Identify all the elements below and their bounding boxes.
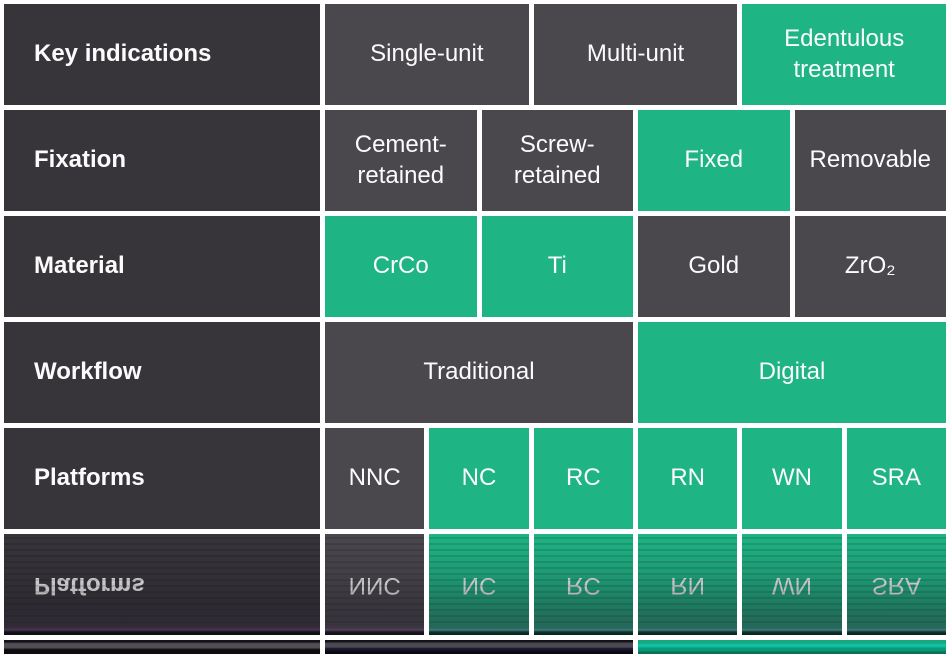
cell-removable: Removable: [794, 110, 946, 211]
reflection-strip-label: [4, 640, 320, 654]
cell-digital: Digital: [638, 322, 946, 423]
row-label-workflow: Workflow: [4, 322, 320, 423]
row-label-platforms: Platforms: [4, 428, 320, 529]
reflection-cell-nc: NC: [429, 534, 529, 635]
cell-wn: WN: [742, 428, 842, 529]
cell-rn: RN: [637, 428, 738, 529]
reflection-cell-rn: RN: [637, 534, 738, 635]
reflection-cell-wn: WN: [742, 534, 842, 635]
cell-rc: RC: [533, 428, 633, 529]
row-fixation: Fixation Cement- retained Screw- retaine…: [4, 110, 946, 211]
cell-zro2: ZrO₂: [794, 216, 946, 317]
reflection-cell-sra: SRA: [846, 534, 946, 635]
row-key-indications: Key indications Single-unit Multi-unit E…: [4, 4, 947, 105]
cell-ti: Ti: [481, 216, 633, 317]
row-label-material: Material: [4, 216, 320, 317]
row-workflow: Workflow Traditional Digital: [4, 322, 946, 423]
cell-multi-unit: Multi-unit: [533, 4, 738, 105]
cell-crco: CrCo: [325, 216, 477, 317]
cell-sra: SRA: [846, 428, 946, 529]
reflection-strip-digital: [638, 640, 946, 654]
cell-cement-retained: Cement- retained: [325, 110, 477, 211]
reflection-row-label-platforms: Platforms: [4, 534, 320, 635]
row-label-fixation: Fixation: [4, 110, 320, 211]
row-platforms: Platforms NNC NC RC RN WN SRA: [4, 428, 946, 529]
cell-screw-retained: Screw- retained: [481, 110, 633, 211]
cell-traditional: Traditional: [325, 322, 633, 423]
row-material: Material CrCo Ti Gold ZrO₂: [4, 216, 946, 317]
cell-nc: NC: [429, 428, 529, 529]
row-label-key-indications: Key indications: [4, 4, 320, 105]
cell-nnc: NNC: [325, 428, 425, 529]
cell-gold: Gold: [638, 216, 790, 317]
reflection-strip-workflow: [4, 640, 946, 654]
reflection-row-platforms: Platforms NNC NC RC RN WN SRA: [4, 534, 946, 635]
reflection-strip-traditional: [325, 640, 633, 654]
reflection-cell-nnc: NNC: [325, 534, 425, 635]
cell-edentulous-treatment: Edentulous treatment: [742, 4, 947, 105]
cell-fixed: Fixed: [638, 110, 790, 211]
cell-single-unit: Single-unit: [325, 4, 529, 105]
reflection-cell-rc: RC: [533, 534, 633, 635]
